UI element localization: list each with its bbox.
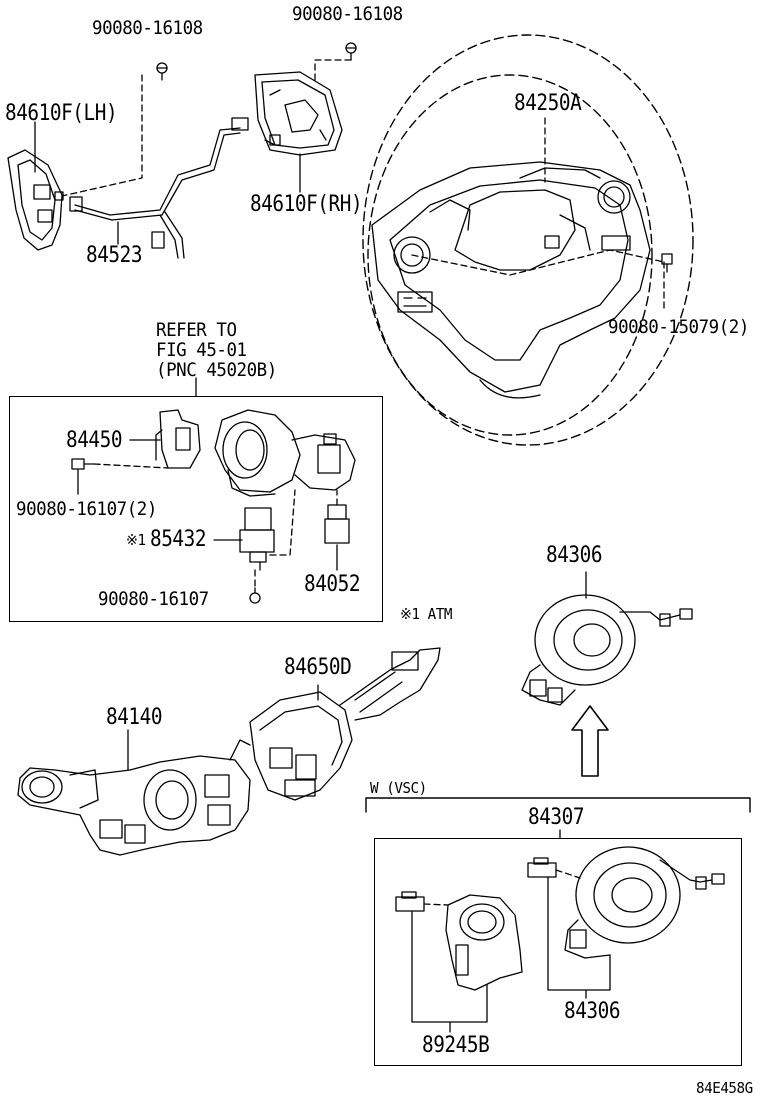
- screw-rh-leader: [314, 59, 352, 83]
- switch-84650d-drawing: [249, 647, 441, 801]
- switch-84450-label: 84450: [66, 428, 123, 453]
- sensor-89245b-bracket: [411, 911, 488, 1033]
- spiral-cable-bottom-bracket: [547, 876, 611, 999]
- sensor-89245b-dash: [423, 903, 449, 906]
- atm-note: ※1 ATM: [400, 605, 452, 623]
- screw-lh-drawing: [156, 62, 168, 81]
- spiral-cable-top-label: 84306: [546, 543, 603, 568]
- screw-16107-2-label: 90080-16107(2): [16, 498, 157, 520]
- spiral-cable-top-drawing: [521, 594, 693, 706]
- screw-rh-drawing: [345, 42, 357, 61]
- screw-lh-label: 90080-16108: [92, 17, 203, 39]
- switch-rh-label: 84610F(RH): [250, 192, 363, 217]
- screw-pad-label: 90080-15079(2): [608, 316, 749, 338]
- steering-wheel-outline: [362, 34, 694, 446]
- steering-pad-drawing: [371, 161, 651, 399]
- screw-16107-drawing: [249, 587, 261, 604]
- switch-85432-label: 85432: [150, 527, 207, 552]
- switch-84140-drawing: [17, 739, 251, 856]
- vsc-box: [374, 838, 742, 1066]
- spiral-cable-bottom-dash: [555, 869, 581, 879]
- refer-line-3: (PNC 45020B): [156, 359, 277, 381]
- up-arrow: [571, 705, 609, 777]
- sensor-89245b-label: 89245B: [422, 1033, 490, 1058]
- screw-16107-2-leader: [93, 463, 169, 469]
- switch-85432-drawing: [239, 507, 275, 571]
- screw-pad-drawing: [661, 253, 673, 273]
- switch-84650d-label: 84650D: [284, 655, 352, 680]
- spiral-84307-label: 84307: [528, 805, 585, 830]
- switch-lh-drawing: [7, 149, 64, 251]
- switch-body-drawing: [214, 409, 356, 497]
- vsc-note: W (VSC): [370, 779, 427, 797]
- switch-84140-label: 84140: [106, 705, 163, 730]
- mark-85432: ※1: [126, 531, 146, 549]
- wire-label: 84523: [86, 243, 143, 268]
- switch-84052-label: 84052: [304, 572, 361, 597]
- screw-16107-2-drawing: [71, 458, 95, 470]
- switch-85432-dash: [269, 489, 296, 556]
- spiral-cable-bottom-label: 84306: [564, 999, 621, 1024]
- vsc-bracket: [365, 797, 751, 813]
- steering-pad-label: 84250A: [514, 91, 582, 116]
- steering-pad-leaders: [411, 117, 665, 313]
- screw-lh-leader: [61, 74, 143, 197]
- screw-16107-label: 90080-16107: [98, 588, 209, 610]
- wire-harness-drawing: [69, 117, 249, 259]
- refer-box: [9, 396, 383, 622]
- switch-rh-drawing: [254, 71, 343, 156]
- figure-code: 84E458G: [696, 1079, 753, 1097]
- switch-84450-drawing: [155, 409, 201, 469]
- refer-line-1: REFER TO: [156, 319, 237, 341]
- refer-line-2: FIG 45-01: [156, 339, 247, 361]
- switch-lh-label: 84610F(LH): [5, 101, 118, 126]
- screw-rh-label: 90080-16108: [292, 3, 403, 25]
